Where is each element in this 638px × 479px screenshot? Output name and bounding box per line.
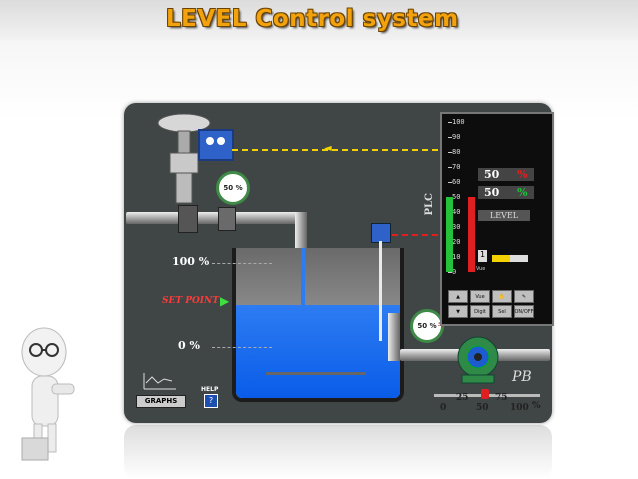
trend-graph-icon [143,373,176,390]
plc-small-display: 1 [478,250,487,262]
slide-title: LEVEL Control system [166,6,459,32]
tank-mixer [266,372,366,375]
plc-scale-label: 40 [452,208,461,216]
dial-tick-25: 25 [456,393,469,403]
positioner-gauge-icon [217,137,225,145]
plc-hand-icon[interactable]: ✋ [492,290,512,303]
plc-mode-label: Vue [476,266,486,272]
readout-2: 50 % [478,186,534,199]
slide-header-band [0,0,638,40]
inflow-stream [301,248,305,306]
dial-tick-100: 100 [510,403,529,413]
tank-water [236,305,400,398]
plc-scale-label: 20 [452,238,461,246]
pv-bar [446,197,453,272]
plc-scale-label: 50 [452,193,461,201]
speed-slider-handle[interactable] [481,389,489,399]
readout-2-value: 50 [484,186,500,199]
plc-up-button[interactable]: ▲ [448,290,468,303]
valve-positioner [198,129,234,161]
inlet-pipe [126,212,301,224]
dial-tick-50: 50 [476,403,489,413]
plc-scale-label: 80 [452,148,461,156]
pump-speed-gauge: 50 % [410,309,444,343]
plc-scale-label: 60 [452,178,461,186]
graphs-button[interactable]: GRAPHS [136,395,186,408]
plc-scale-label: 30 [452,223,461,231]
plc-scale-label: 90 [452,133,461,141]
plc-tool-icon[interactable]: ✎ [514,290,534,303]
plc-scale-label: 0 [452,268,457,276]
setpoint-arrow-icon: ▶ [220,294,230,308]
level-100-marker [212,263,272,264]
dial-unit: % [532,401,541,411]
level-100-label: 100 % [172,255,210,268]
measurement-signal-line [392,234,438,236]
dial-tick-75: 75 [495,393,508,403]
control-signal-line [232,149,438,151]
tank [232,248,404,402]
output-bar [468,197,475,272]
plc-digit-button[interactable]: Digit [470,305,490,318]
signal-arrow-icon: ◄ [324,143,332,154]
plc-white-indicator [510,255,528,262]
inlet-pipe-down [295,212,307,249]
setpoint-label: SET POINT [162,296,219,306]
help-label: HELP [201,386,219,393]
level-probe [379,241,382,341]
plc-scale-label: 70 [452,163,461,171]
plc-scale-label: 10 [452,253,461,261]
readout-1: 50 % [478,168,534,181]
plc-scale-label: 100 [452,118,465,126]
valve-position-gauge: 50 % [216,171,250,205]
plc-scale-tick [448,122,452,123]
cartoon-figure-icon [21,327,75,461]
level-0-label: 0 % [178,339,200,352]
outlet-pipe-up [388,313,400,361]
pump-icon [457,336,499,384]
readout-1-unit: % [517,168,528,181]
plc-scale-tick [448,272,452,273]
plc-yellow-indicator [492,255,510,262]
positioner-gauge-icon [206,137,214,145]
plc-label: PLC [424,193,435,216]
dial-tick-0: 0 [440,403,447,413]
plc-sel-button[interactable]: Sel [492,305,512,318]
plc-onoff-button[interactable]: ON/OFF [514,305,534,318]
plc-scale-tick [448,167,452,168]
level-tag: LEVEL [478,210,530,221]
level-transmitter [371,223,391,243]
control-valve-icon [157,113,211,204]
flow-meter [218,207,236,231]
plc-vue-button[interactable]: Vue [470,290,490,303]
readout-2-unit: % [517,186,528,199]
level-0-marker [212,347,272,348]
brand-logo: PB [512,369,532,385]
help-button[interactable]: ? [204,394,218,408]
plc-scale-tick [448,182,452,183]
pipe-flange [178,205,198,233]
readout-1-value: 50 [484,168,500,181]
plc-scale-tick [448,137,452,138]
panel-reflection [124,425,552,479]
scada-panel: 50 % ◄ 100 % SET POINT ▶ 0 % 50 % speed … [124,103,554,423]
plc-scale-tick [448,152,452,153]
plc-down-button[interactable]: ▼ [448,305,468,318]
